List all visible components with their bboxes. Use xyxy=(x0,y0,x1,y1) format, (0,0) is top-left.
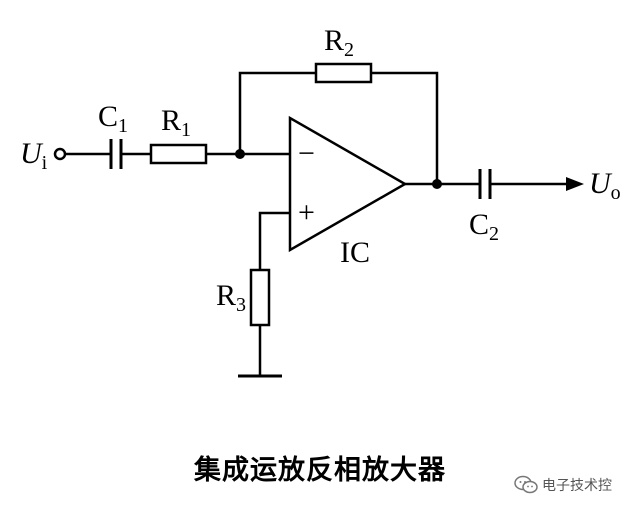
junction-node-input xyxy=(235,149,245,159)
label-r2: R2 xyxy=(324,24,354,61)
label-c1: C1 xyxy=(98,100,128,137)
input-terminal xyxy=(53,147,67,161)
label-r3: R3 xyxy=(216,279,246,316)
label-r1: R1 xyxy=(161,104,191,141)
label-ic: IC xyxy=(340,236,370,269)
wire-plus-r3 xyxy=(258,211,290,270)
wechat-icon xyxy=(514,475,538,495)
diagram-caption: 集成运放反相放大器 xyxy=(194,455,446,486)
opamp-triangle xyxy=(288,115,408,253)
watermark-text: 电子技术控 xyxy=(542,478,612,494)
r3-resistor xyxy=(249,268,271,327)
label-minus: − xyxy=(298,137,315,170)
r2-resistor xyxy=(314,62,373,84)
feedback-wire-right xyxy=(371,71,439,184)
junction-node-output xyxy=(432,179,442,189)
feedback-wire-left xyxy=(238,71,316,154)
label-plus: + xyxy=(298,196,315,229)
watermark: 电子技术控 xyxy=(514,472,612,498)
output-arrow-icon xyxy=(566,177,584,191)
label-input: Ui xyxy=(20,137,48,174)
label-c2: C2 xyxy=(469,208,499,245)
r1-resistor xyxy=(149,143,208,165)
label-output: Uo xyxy=(589,167,621,204)
